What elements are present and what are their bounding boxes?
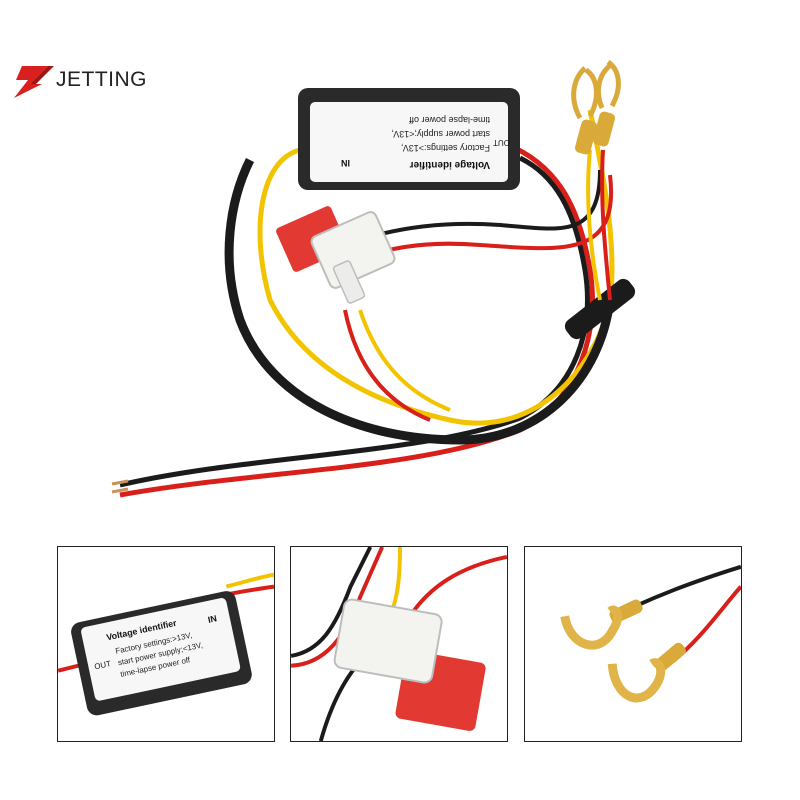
- module-out-label: OUT: [493, 138, 510, 147]
- module-title: Voltage identifier: [410, 159, 490, 170]
- thumbnail-module: Voltage identifier Factory settings:>13V…: [57, 546, 275, 742]
- module-line-1: Factory settings:>13V,: [401, 143, 490, 153]
- module-line-3: time-lapse power off: [409, 115, 490, 125]
- black-wire: [119, 155, 590, 488]
- wiring-harness-illustration: Voltage identifier Factory settings:>13V…: [111, 59, 636, 498]
- module-line-2: start power supply;<13V,: [392, 129, 490, 139]
- yellow-wire: [257, 109, 615, 426]
- jetting-logo-icon: [14, 66, 54, 98]
- voltage-identifier-module: Voltage identifier Factory settings:>13V…: [298, 88, 520, 190]
- fuse-tap: [276, 206, 396, 304]
- black-sleeve: [224, 157, 615, 445]
- module-in-label: IN: [341, 158, 350, 168]
- thumbnail-fuse-tap: [290, 546, 508, 742]
- red-wire: [119, 145, 595, 498]
- thumb-module-in: IN: [207, 613, 218, 625]
- brand-logo: JETTING: [8, 58, 158, 102]
- product-photo: Voltage identifier Factory settings:>13V…: [111, 59, 636, 498]
- thumbnail-fork-terminals: [524, 546, 742, 742]
- thumb-module-out: OUT: [94, 659, 112, 671]
- brand-name: JETTING: [56, 68, 147, 91]
